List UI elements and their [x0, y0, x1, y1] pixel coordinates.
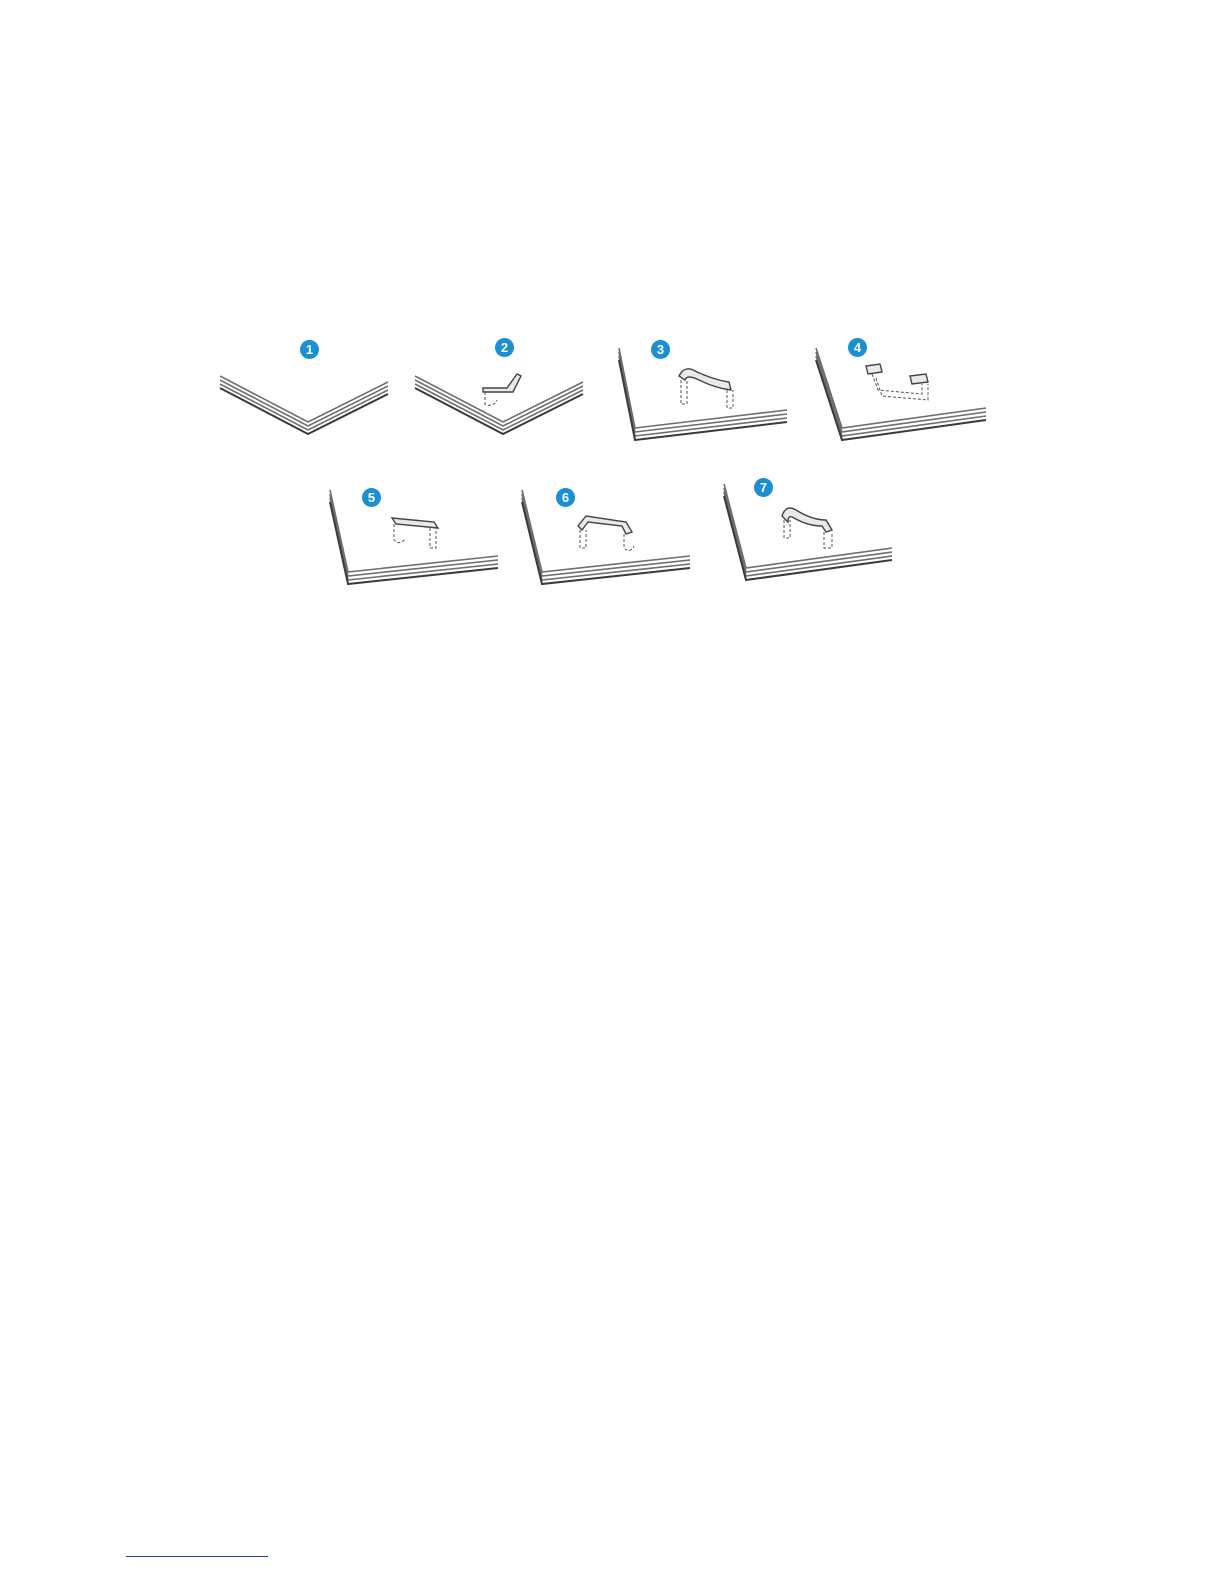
- raised-staple-illustration: [720, 476, 900, 586]
- panel-2: 2: [413, 340, 588, 440]
- panel-number-badge: 3: [651, 340, 670, 359]
- panel-6: 6: [518, 480, 698, 590]
- footnote-divider: [126, 1556, 268, 1557]
- broken-staple-illustration: [812, 340, 992, 450]
- panel-number-badge: 5: [362, 488, 381, 507]
- arched-staple-illustration: [615, 340, 795, 450]
- folded-leg-staple-illustration: [326, 480, 506, 590]
- panel-1: 1: [218, 340, 393, 440]
- curled-leg-staple-illustration: [518, 480, 698, 590]
- panel-7: 7: [720, 476, 900, 586]
- panel-4: 4: [812, 340, 992, 450]
- panel-5: 5: [326, 480, 506, 590]
- staple-condition-figure: 1 2 3 4: [200, 320, 1020, 610]
- panel-3: 3: [615, 340, 795, 450]
- panel-number-badge: 7: [754, 478, 773, 497]
- panel-number-badge: 2: [495, 338, 514, 357]
- panel-number-badge: 6: [556, 488, 575, 507]
- panel-number-badge: 4: [848, 338, 867, 357]
- panel-number-badge: 1: [300, 340, 319, 359]
